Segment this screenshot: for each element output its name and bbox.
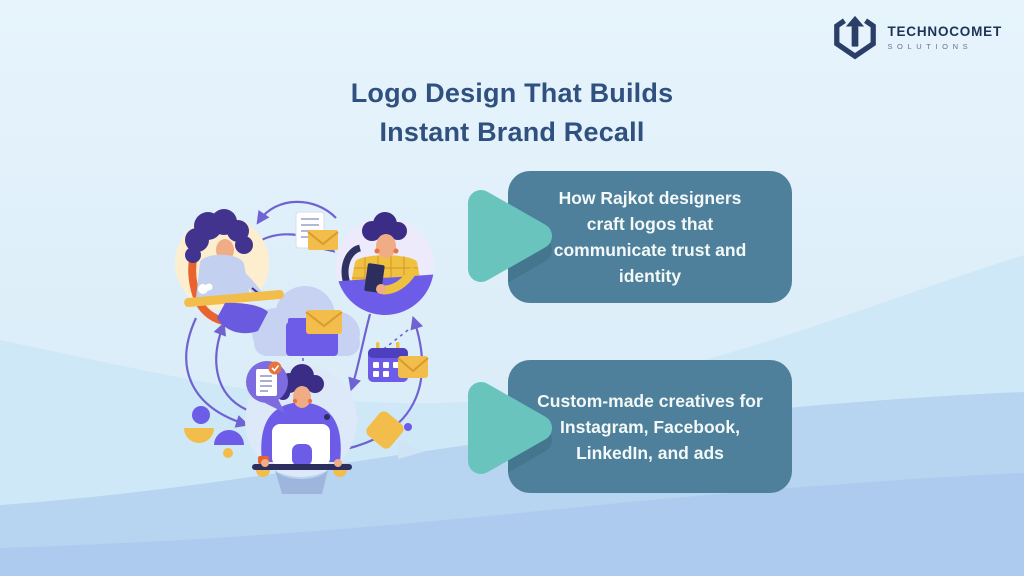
teal-arrow-icon-2 bbox=[468, 382, 552, 474]
callout-box-2: Custom-made creatives for Instagram, Fac… bbox=[508, 360, 792, 493]
designer-man-avatar bbox=[336, 212, 434, 315]
calendar-icon bbox=[368, 342, 429, 382]
team-collaboration-illustration bbox=[175, 200, 434, 494]
page-title: Logo Design That Builds Instant Brand Re… bbox=[350, 78, 674, 148]
approved-document-bubble-icon bbox=[246, 361, 288, 413]
brand-tagline: SOLUTIONS bbox=[887, 41, 973, 51]
decorative-shapes bbox=[184, 406, 423, 459]
brand-logo: TECHNOCOMET SOLUTIONS bbox=[832, 14, 1002, 60]
teal-arrow-icon-1 bbox=[468, 190, 552, 282]
mail-envelope-icon bbox=[305, 310, 343, 334]
mail-envelope-icon bbox=[397, 356, 429, 378]
brand-text: TECHNOCOMET SOLUTIONS bbox=[887, 24, 1002, 51]
cloud-folder-icon bbox=[252, 286, 360, 356]
callout-text-2: Custom-made creatives for Instagram, Fac… bbox=[537, 390, 763, 463]
technocomet-logo-icon bbox=[834, 15, 877, 60]
designer-woman-avatar bbox=[175, 209, 284, 334]
callout-text-1: How Rajkot designers craft logos that co… bbox=[553, 188, 747, 286]
brand-name: TECHNOCOMET bbox=[887, 23, 1002, 39]
document-icon bbox=[295, 211, 339, 250]
callout-box-1: How Rajkot designers craft logos that co… bbox=[508, 171, 792, 303]
